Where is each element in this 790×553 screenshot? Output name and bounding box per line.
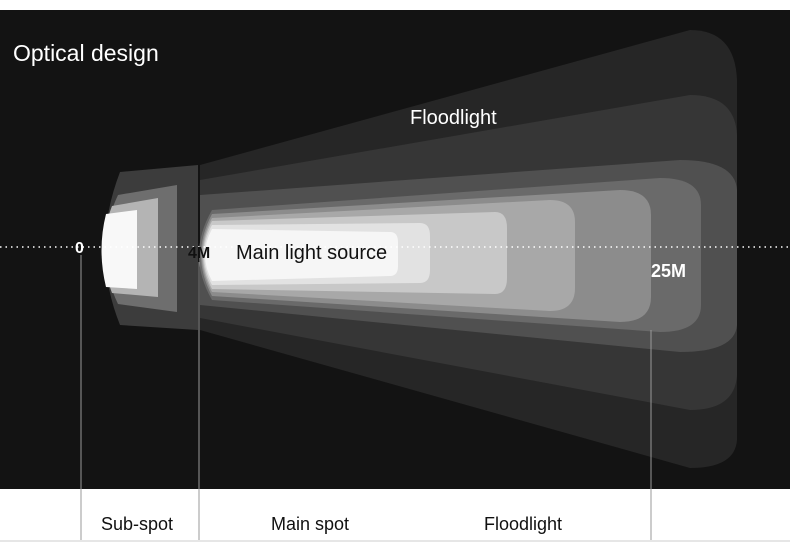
- distance-marker-zero: 0: [75, 240, 84, 257]
- floodlight-beam-label: Floodlight: [410, 107, 497, 129]
- distance-marker-twenty-five: 25M: [651, 261, 687, 281]
- zone-label-sub-spot: Sub-spot: [101, 514, 174, 534]
- main-light-source-label: Main light source: [236, 242, 388, 264]
- zone-label-main-spot: Main spot: [271, 514, 350, 534]
- sub-spot-reflector-core: [101, 210, 137, 289]
- main-beam-core: [205, 229, 398, 281]
- distance-marker-four: 4M: [188, 245, 211, 262]
- zone-label-floodlight: Floodlight: [484, 514, 563, 534]
- diagram-title: Optical design: [13, 40, 159, 66]
